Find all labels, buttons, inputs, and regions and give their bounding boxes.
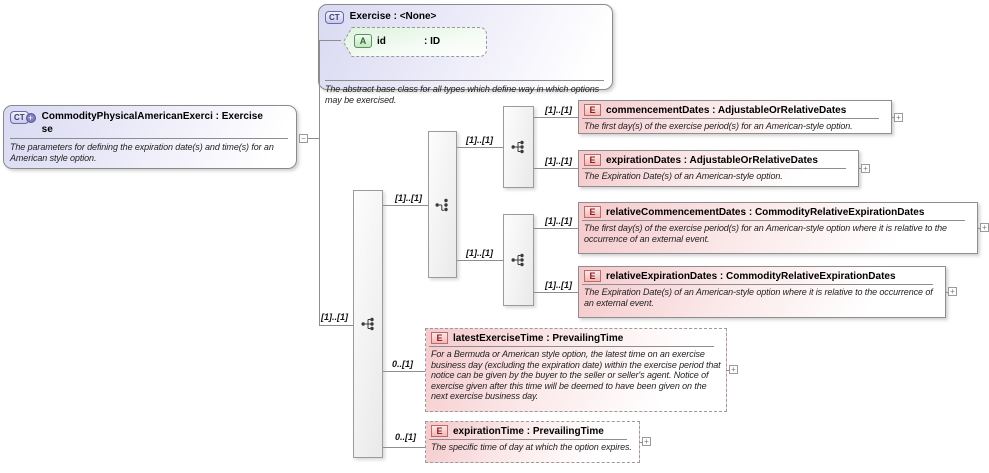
separator xyxy=(582,220,965,221)
expand-button[interactable]: + xyxy=(861,164,870,173)
sequence-icon xyxy=(511,140,524,154)
base-type-box-exercise[interactable]: CT Exercise : <None> A id : ID xyxy=(318,4,613,105)
element-label: relativeCommencementDates : CommodityRel… xyxy=(606,206,925,218)
attribute-id[interactable]: A id : ID xyxy=(343,27,487,57)
root-type-description: The parameters for defining the expirati… xyxy=(10,142,274,163)
separator xyxy=(582,284,933,285)
element-description: The Expiration Date(s) of an American-st… xyxy=(584,171,783,181)
collapse-button[interactable]: − xyxy=(299,134,308,143)
element-description: The first day(s) of the exercise period(… xyxy=(584,121,853,131)
element-label: latestExerciseTime : PrevailingTime xyxy=(453,332,624,344)
element-box-relativeExpirationDates[interactable]: E relativeExpirationDates : CommodityRel… xyxy=(578,266,946,318)
connector-line xyxy=(383,447,425,448)
connector-line xyxy=(308,138,319,139)
element-description: The Expiration Date(s) of an American-st… xyxy=(584,287,933,308)
connector-line xyxy=(383,205,428,206)
expand-button[interactable]: + xyxy=(642,437,651,446)
element-description: For a Bermuda or American style option, … xyxy=(431,349,721,401)
element-description: The specific time of day at which the op… xyxy=(431,442,632,452)
occurrence-label: 0..[1] xyxy=(392,359,414,369)
occurrence-label: [1]..[1] xyxy=(545,280,572,290)
element-label: expirationTime : PrevailingTime xyxy=(453,425,604,437)
element-icon: E xyxy=(431,332,448,344)
base-type-description: The abstract base class for all types wh… xyxy=(325,84,600,105)
separator xyxy=(10,138,288,139)
derived-type-plus-icon: + xyxy=(25,112,36,123)
element-label: expirationDates : AdjustableOrRelativeDa… xyxy=(606,154,818,166)
separator xyxy=(429,346,714,347)
sequence-icon xyxy=(361,317,374,331)
connector-line xyxy=(534,117,578,118)
connector-line xyxy=(457,147,503,148)
connector-line xyxy=(859,168,861,169)
occurrence-label: [1]..[1] xyxy=(321,312,348,322)
element-box-expirationTime[interactable]: E expirationTime : PrevailingTime The sp… xyxy=(425,421,640,463)
element-description: The first day(s) of the exercise period(… xyxy=(584,223,947,244)
inner-sequence-group-box-2[interactable] xyxy=(503,214,534,306)
attribute-type: : ID xyxy=(424,35,441,47)
element-icon: E xyxy=(584,206,601,218)
connector-line xyxy=(946,292,948,293)
element-icon: E xyxy=(584,154,601,166)
element-box-relativeCommencementDates[interactable]: E relativeCommencementDates : CommodityR… xyxy=(578,202,978,254)
complex-type-icon: CT xyxy=(325,11,344,24)
connector-line xyxy=(727,370,729,371)
expand-button[interactable]: + xyxy=(729,365,738,374)
root-type-title: CommodityPhysicalAmericanExerci : Exerci… xyxy=(41,111,263,135)
element-label: commencementDates : AdjustableOrRelative… xyxy=(606,104,847,116)
occurrence-label: [1]..[1] xyxy=(395,193,422,203)
choice-icon xyxy=(435,198,448,211)
element-label: relativeExpirationDates : CommodityRelat… xyxy=(606,270,896,282)
sequence-icon xyxy=(511,253,524,267)
occurrence-label: 0..[1] xyxy=(395,432,417,442)
connector-line xyxy=(534,292,578,293)
separator xyxy=(582,118,879,119)
attribute-icon: A xyxy=(354,34,372,48)
inner-sequence-group-box-1[interactable] xyxy=(503,106,534,188)
separator xyxy=(582,168,846,169)
attribute-tag-shape xyxy=(343,27,487,57)
expand-button[interactable]: + xyxy=(894,113,903,122)
occurrence-label: [1]..[1] xyxy=(545,156,572,166)
occurrence-label: [1]..[1] xyxy=(466,248,493,258)
connector-line xyxy=(640,442,642,443)
expand-button[interactable]: + xyxy=(980,223,989,232)
connector-line xyxy=(534,228,578,229)
attribute-name: id xyxy=(377,35,386,47)
choice-group-box[interactable] xyxy=(428,131,457,278)
connector-line xyxy=(892,117,894,118)
root-type-box-commodity-physical-american-exercise[interactable]: CT + CommodityPhysicalAmericanExerci : E… xyxy=(3,105,297,169)
sequence-group-box[interactable] xyxy=(353,190,383,458)
separator xyxy=(325,80,604,81)
separator xyxy=(429,439,627,440)
element-icon: E xyxy=(431,425,448,437)
connector-line xyxy=(383,371,425,372)
element-icon: E xyxy=(584,104,601,116)
connector-line xyxy=(534,168,578,169)
connector-line xyxy=(319,40,341,41)
occurrence-label: [1]..[1] xyxy=(466,135,493,145)
element-box-latestExerciseTime[interactable]: E latestExerciseTime : PrevailingTime Fo… xyxy=(425,328,727,412)
expand-button[interactable]: + xyxy=(948,287,957,296)
connector-line xyxy=(319,325,353,326)
occurrence-label: [1]..[1] xyxy=(545,216,572,226)
element-box-commencementDates[interactable]: E commencementDates : AdjustableOrRelati… xyxy=(578,100,892,134)
occurrence-label: [1]..[1] xyxy=(545,105,572,115)
connector-line xyxy=(457,260,503,261)
base-type-title: Exercise : <None> xyxy=(349,11,437,22)
connector-line xyxy=(319,40,320,325)
element-box-expirationDates[interactable]: E expirationDates : AdjustableOrRelative… xyxy=(578,150,859,187)
connector-line xyxy=(978,228,980,229)
element-icon: E xyxy=(584,270,601,282)
